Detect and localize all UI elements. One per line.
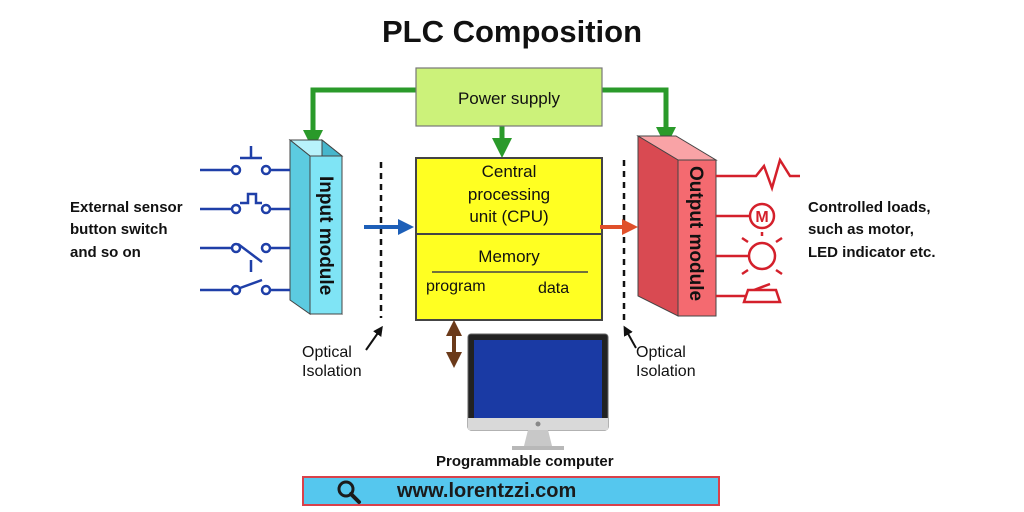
motor-symbol: M — [755, 209, 768, 226]
resistor-icon — [716, 156, 800, 193]
input-module-box — [288, 138, 344, 315]
power-connections — [303, 87, 676, 158]
cpu-label-line3: unit (CPU) — [469, 207, 549, 226]
input-module-label: Input module — [315, 176, 336, 296]
website-url[interactable]: www.lorentzzi.com — [397, 480, 577, 502]
optical-left-pointer — [365, 325, 383, 351]
left-description-line1: External sensor — [70, 199, 183, 216]
lamp-icon — [716, 232, 783, 276]
website-search-bar[interactable]: www.lorentzzi.com — [302, 476, 720, 506]
motor-icon — [716, 202, 776, 230]
left-description-line2: button switch — [70, 221, 168, 238]
power-supply-label: Power supply — [457, 89, 561, 108]
cpu-label-line1: Central — [481, 162, 537, 181]
right-description-line3: LED indicator etc. — [808, 244, 936, 261]
output-module-box — [636, 135, 718, 317]
left-description-line3: and so on — [70, 244, 141, 261]
switch-icon — [200, 146, 290, 296]
output-module-label: Output module — [685, 166, 706, 302]
optical-isolation-left-line2: Isolation — [302, 363, 362, 380]
optical-isolation-right-line2: Isolation — [636, 363, 696, 380]
right-description-line1: Controlled loads, — [808, 199, 931, 216]
search-icon — [337, 480, 361, 504]
page-title: PLC Composition — [381, 14, 643, 49]
cpu-box — [415, 157, 603, 321]
buzzer-icon — [716, 282, 782, 304]
power-to-output-arrow — [602, 87, 676, 147]
optical-isolation-right-line1: Optical — [636, 344, 686, 361]
programmable-computer-label: Programmable computer — [436, 453, 614, 470]
memory-data-label: data — [538, 280, 570, 297]
power-to-input-arrow — [303, 87, 416, 150]
memory-label: Memory — [478, 247, 540, 266]
optical-right-pointer — [623, 325, 637, 349]
right-description-line2: such as motor, — [808, 221, 914, 238]
memory-program-label: program — [426, 278, 486, 295]
cpu-label-line2: processing — [467, 185, 551, 204]
optical-isolation-left-line1: Optical — [302, 344, 352, 361]
load-lines — [716, 156, 800, 304]
monitor-icon — [467, 333, 609, 450]
power-supply-box — [415, 67, 603, 127]
